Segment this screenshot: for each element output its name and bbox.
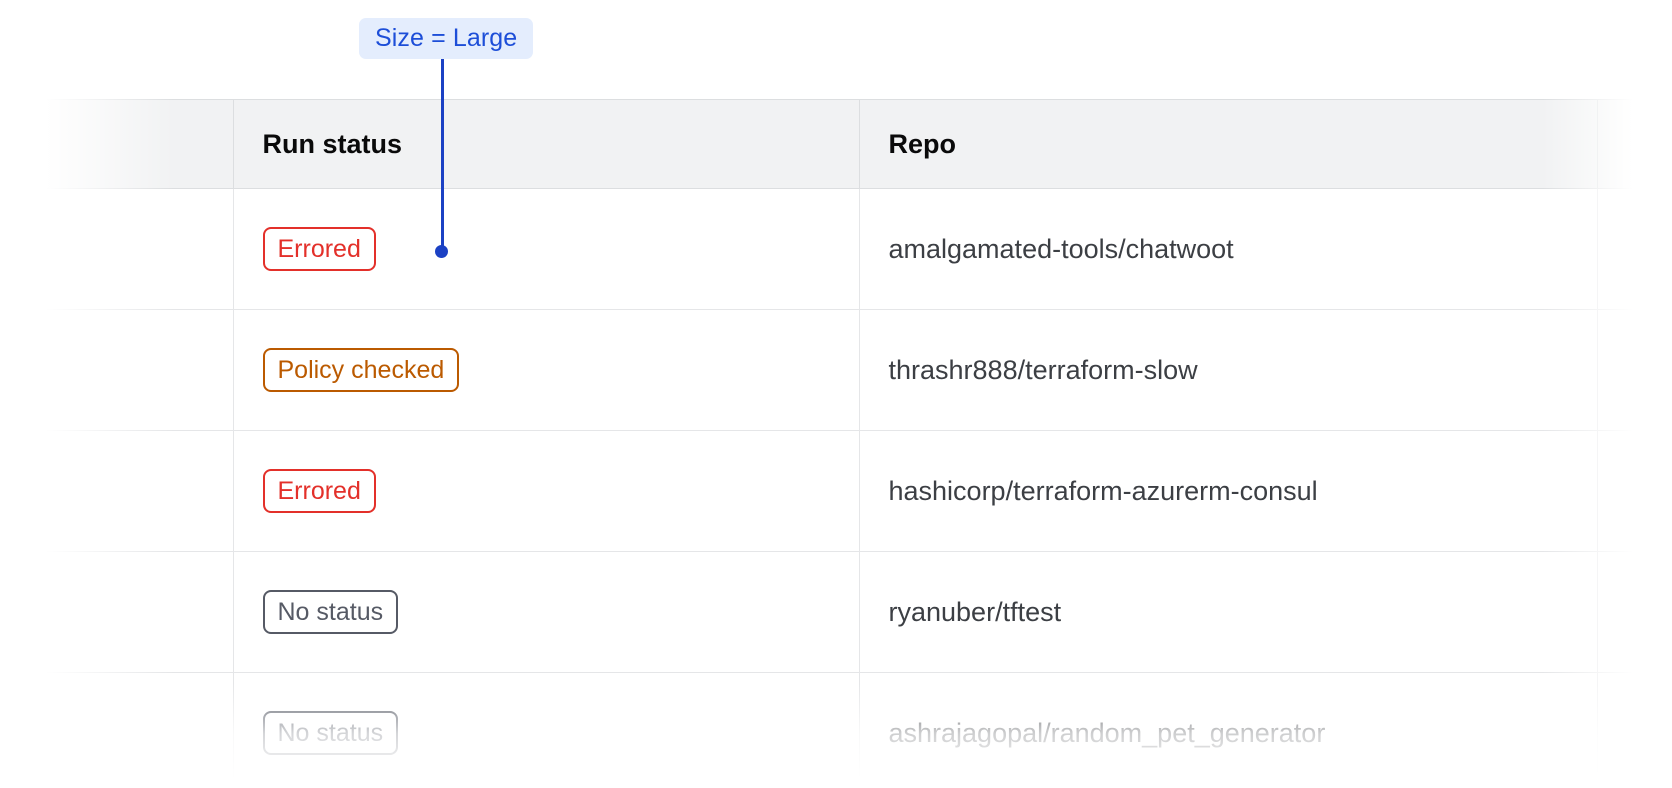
table-row[interactable]: No status ryanuber/tftest <box>45 551 1672 673</box>
extra-cell <box>1597 551 1672 673</box>
repo-link[interactable]: thrashr888/terraform-slow <box>888 354 1198 385</box>
column-header-repo-label: Repo <box>888 128 957 159</box>
column-header-run-status[interactable]: Run status <box>233 99 860 189</box>
column-header-repo[interactable]: Repo <box>859 99 1598 189</box>
run-status-cell: Policy checked <box>233 309 860 431</box>
runs-table: Run status Repo Errored amalgamated-tools… <box>45 99 1672 788</box>
run-status-cell: Errored <box>233 188 860 310</box>
run-status-cell: No status <box>233 672 860 788</box>
repo-link[interactable]: amalgamated-tools/chatwoot <box>888 233 1234 264</box>
run-status-cell: No status <box>233 551 860 673</box>
status-badge[interactable]: No status <box>262 590 399 634</box>
table-row[interactable]: Errored hashicorp/terraform-azurerm-consu… <box>45 430 1672 552</box>
repo-link[interactable]: hashicorp/terraform-azurerm-consul <box>888 475 1318 506</box>
extra-cell <box>1597 309 1672 431</box>
row-select-cell[interactable] <box>45 672 234 788</box>
repo-cell: ashrajagopal/random_pet_generator <box>859 672 1598 788</box>
repo-cell: hashicorp/terraform-azurerm-consul <box>859 430 1598 552</box>
table-row[interactable]: No status ashrajagopal/random_pet_generat… <box>45 672 1672 788</box>
repo-link[interactable]: ryanuber/tftest <box>888 596 1062 627</box>
repo-cell: thrashr888/terraform-slow <box>859 309 1598 431</box>
column-header-select[interactable] <box>45 99 234 189</box>
table-row[interactable]: Policy checked thrashr888/terraform-slow <box>45 309 1672 431</box>
row-select-cell[interactable] <box>45 551 234 673</box>
repo-cell: ryanuber/tftest <box>859 551 1598 673</box>
table-header: Run status Repo <box>45 99 1672 189</box>
status-badge[interactable]: Errored <box>262 469 376 513</box>
repo-cell: amalgamated-tools/chatwoot <box>859 188 1598 310</box>
status-badge[interactable]: Errored <box>262 227 376 271</box>
extra-cell <box>1597 672 1672 788</box>
run-status-cell: Errored <box>233 430 860 552</box>
table-header-row: Run status Repo <box>45 99 1672 189</box>
extra-cell <box>1597 188 1672 310</box>
row-select-cell[interactable] <box>45 430 234 552</box>
status-badge[interactable]: No status <box>262 711 399 755</box>
column-header-extra[interactable] <box>1597 99 1672 189</box>
status-badge[interactable]: Policy checked <box>262 348 460 392</box>
annotation-badge[interactable]: Size = Large <box>359 18 534 59</box>
extra-cell <box>1597 430 1672 552</box>
row-select-cell[interactable] <box>45 309 234 431</box>
row-select-cell[interactable] <box>45 188 234 310</box>
table-row[interactable]: Errored amalgamated-tools/chatwoot <box>45 188 1672 310</box>
repo-link[interactable]: ashrajagopal/random_pet_generator <box>888 717 1326 748</box>
column-header-run-status-label: Run status <box>262 128 403 159</box>
annotation-badge-label: Size = Large <box>375 24 518 52</box>
